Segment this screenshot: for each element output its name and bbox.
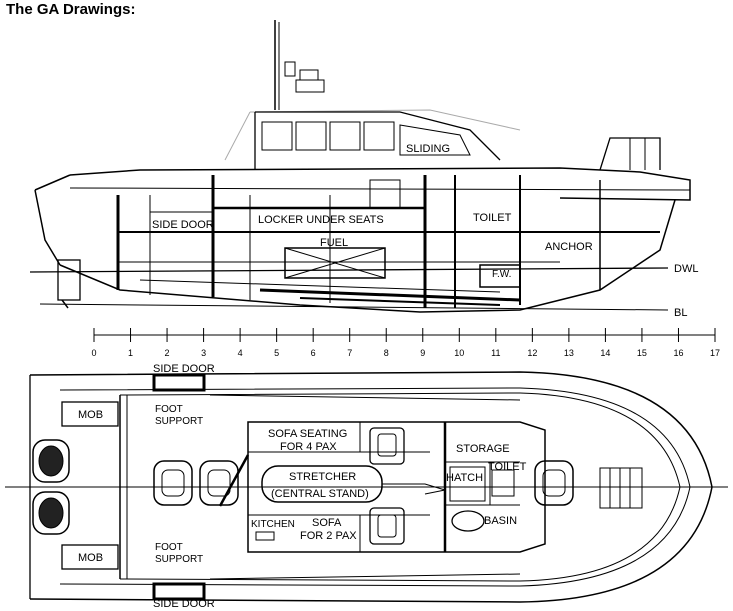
scale-tick-label: 2 [165, 348, 170, 358]
scale-tick-label: 7 [347, 348, 352, 358]
plan-view [5, 371, 728, 603]
scale-tick-label: 1 [128, 348, 133, 358]
label-anchor: ANCHOR [545, 241, 593, 253]
scale-tick-label: 4 [238, 348, 243, 358]
scale-tick-label: 17 [710, 348, 720, 358]
label-basin: BASIN [484, 515, 517, 527]
label-hatch: HATCH [446, 472, 483, 484]
profile-view [29, 20, 691, 313]
label-mob-bottom: MOB [78, 552, 103, 564]
scale-tick-label: 5 [274, 348, 279, 358]
label-side-door-top: SIDE DOOR [153, 363, 215, 375]
page-title: The GA Drawings: [6, 1, 136, 18]
label-foot-support-bottom-1: FOOT [155, 542, 183, 553]
label-locker: LOCKER UNDER SEATS [258, 214, 384, 226]
label-foot-support-top-1: FOOT [155, 404, 183, 415]
scale-tick-label: 11 [491, 348, 500, 358]
scale-tick-label: 13 [564, 348, 574, 358]
scale-tick-label: 8 [384, 348, 389, 358]
label-fuel: FUEL [320, 237, 348, 249]
profile-labels: SLIDING SIDE DOOR LOCKER UNDER SEATS TOI… [152, 143, 698, 319]
label-sofa4-1: SOFA SEATING [268, 428, 347, 440]
label-sofa4-2: FOR 4 PAX [280, 441, 337, 453]
scale-tick-label: 15 [637, 348, 647, 358]
label-sliding: SLIDING [406, 143, 450, 155]
scale-tick-label: 14 [600, 348, 610, 358]
plan-labels: SIDE DOOR SIDE DOOR MOB MOB FOOT SUPPORT… [78, 363, 527, 610]
scale-tick-label: 3 [201, 348, 206, 358]
label-fw: F.W. [492, 269, 511, 280]
label-bl: BL [674, 307, 687, 319]
label-stretcher-2: (CENTRAL STAND) [271, 488, 369, 500]
label-mob-top: MOB [78, 409, 103, 421]
label-kitchen: KITCHEN [251, 519, 295, 530]
scale-tick-label: 10 [454, 348, 464, 358]
label-sofa2-2: FOR 2 PAX [300, 530, 357, 542]
label-foot-support-bottom-2: SUPPORT [155, 554, 203, 565]
label-sofa2-1: SOFA [312, 517, 342, 529]
label-stretcher-1: STRETCHER [289, 471, 356, 483]
label-foot-support-top-2: SUPPORT [155, 416, 203, 427]
scale-tick-label: 0 [91, 348, 96, 358]
scale-tick-label: 16 [673, 348, 683, 358]
label-dwl: DWL [674, 263, 698, 275]
label-side-door: SIDE DOOR [152, 219, 214, 231]
label-toilet: TOILET [473, 212, 512, 224]
scale-tick-label: 9 [420, 348, 425, 358]
scale-tick-label: 6 [311, 348, 316, 358]
label-toilet-plan: TOILET [488, 461, 527, 473]
label-storage: STORAGE [456, 443, 510, 455]
scale-tick-label: 12 [527, 348, 537, 358]
label-side-door-bottom: SIDE DOOR [153, 598, 215, 610]
